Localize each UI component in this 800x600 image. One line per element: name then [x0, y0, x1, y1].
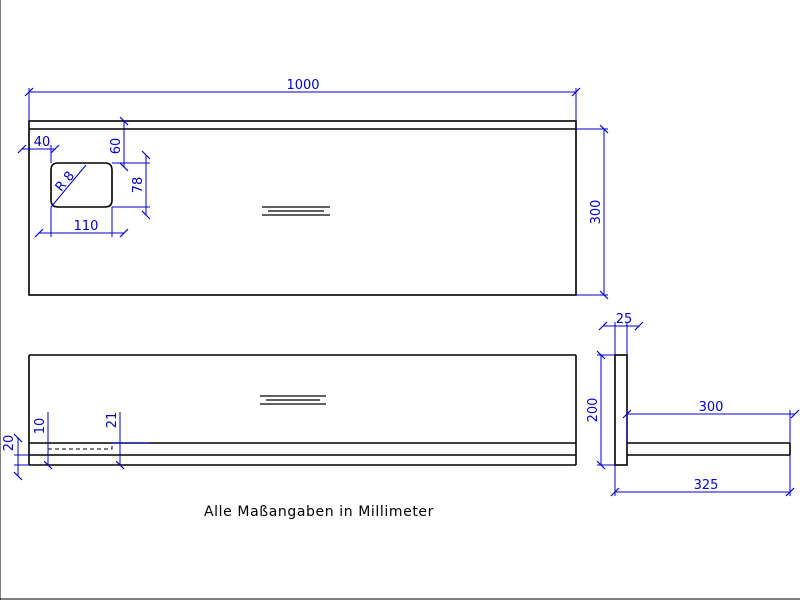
dim-side-thickness-text: 25	[616, 312, 633, 327]
dim-front-height-text: 200	[586, 398, 601, 423]
dim-front-groove-text: 10	[33, 418, 48, 435]
dim-cutout-width: 110	[34, 207, 129, 238]
front-view	[28, 354, 577, 466]
top-panel-outline	[28, 120, 577, 296]
dim-front-recess-text: 21	[105, 412, 120, 429]
dim-front-recess: 21	[105, 412, 150, 470]
dim-overall-length: 1000	[24, 78, 581, 121]
dim-front-height: 200	[586, 350, 615, 470]
dim-cutout-radius-text: R 8	[53, 169, 78, 195]
dim-cutout-width-text: 110	[74, 219, 99, 234]
units-note: Alle Maßangaben in Millimeter	[204, 504, 434, 520]
dim-side-depth: 300	[622, 400, 800, 443]
dim-side-depth-total: 325	[610, 455, 795, 497]
dim-side-depth-text: 300	[699, 400, 724, 415]
dim-cutout-radius: R 8	[50, 164, 87, 208]
dim-cutout-offset-y-text: 60	[109, 138, 124, 155]
dim-side-thickness: 25	[598, 312, 644, 355]
front-hidden-recess	[48, 443, 113, 450]
front-grain-mark	[260, 395, 326, 405]
dim-top-depth: 300	[576, 124, 609, 300]
top-grain-mark	[262, 206, 330, 216]
dim-cutout-height: 78	[112, 150, 151, 220]
dim-side-depth-total-text: 325	[694, 478, 719, 493]
dim-overall-length-text: 1000	[286, 78, 319, 93]
dim-front-bottom: 20	[2, 433, 29, 481]
dim-cutout-height-text: 78	[131, 177, 146, 194]
dim-cutout-offset-x-text: 40	[34, 135, 51, 150]
dim-cutout-offset-x: 40	[17, 135, 60, 163]
side-panel-outline	[614, 354, 628, 466]
dim-front-groove: 10	[33, 412, 53, 470]
dim-front-bottom-text: 20	[2, 435, 17, 452]
dim-top-depth-text: 300	[589, 200, 604, 225]
dim-cutout-offset-y: 60	[109, 116, 150, 172]
cutout-outline	[50, 162, 113, 208]
